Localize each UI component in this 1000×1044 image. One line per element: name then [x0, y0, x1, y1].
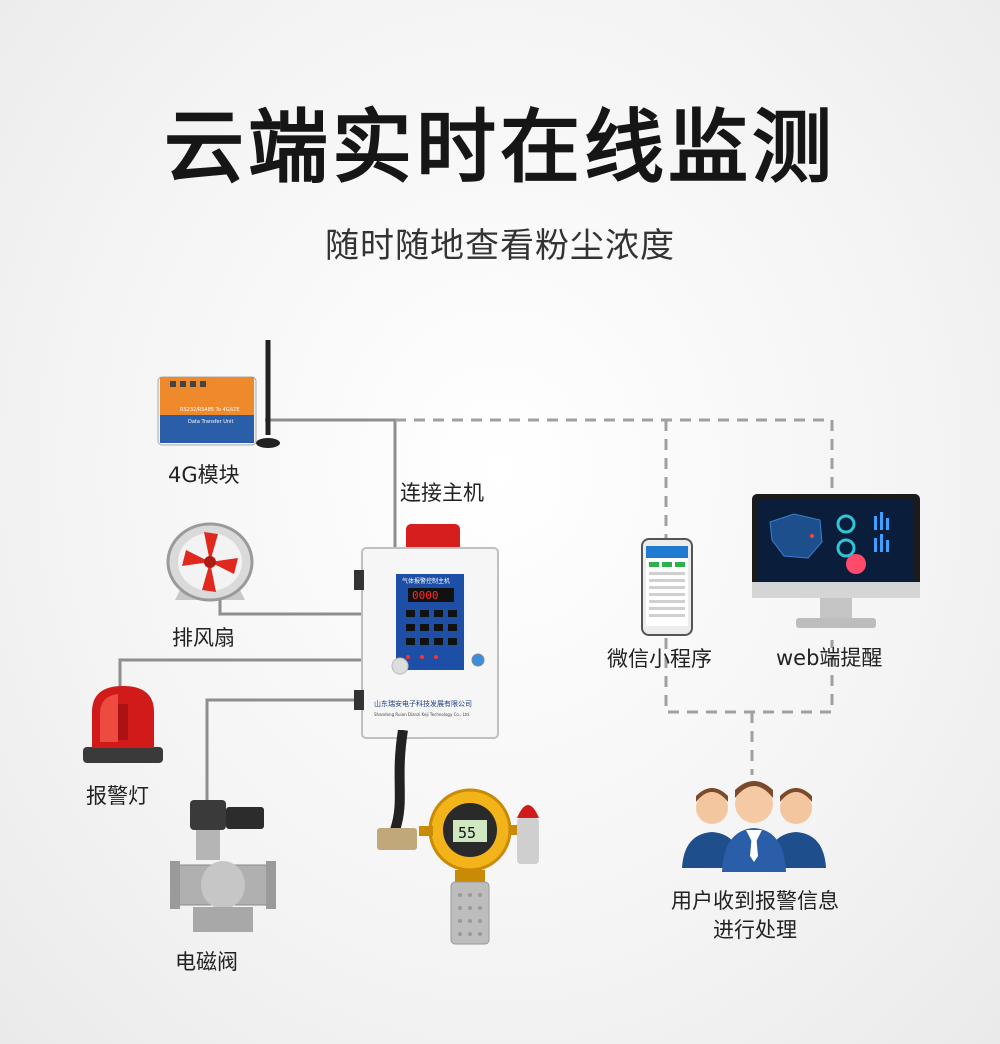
host-alarm-lamp-icon: [406, 524, 460, 552]
page-title: 云端实时在线监测: [164, 101, 836, 194]
user-handle-label-line1: 用户收到报警信息: [671, 889, 839, 913]
link-apps-bottom: [664, 638, 834, 714]
solenoid-valve-label: 电磁阀: [175, 950, 238, 974]
svg-text:RS232/RS485 To 4G/LTE: RS232/RS485 To 4G/LTE: [180, 407, 240, 413]
svg-text:山东瑞安电子科技发展有限公司: 山东瑞安电子科技发展有限公司: [374, 699, 472, 708]
alarm-light-label: 报警灯: [86, 784, 149, 808]
svg-text:气体报警控制主机: 气体报警控制主机: [402, 577, 450, 585]
wire-valve-to-host: [205, 698, 362, 800]
user-group-icon: [682, 781, 826, 872]
speaker-icon: [391, 657, 409, 675]
exhaust-fan-label: 排风扇: [172, 626, 235, 650]
dust-detector-image: 55: [377, 730, 539, 945]
link-cloud-to-web: [395, 418, 834, 490]
alarm-light-image: [83, 686, 163, 763]
4g-module-image: RS232/RS485 To 4G/LTE Data Transfer Unit: [157, 340, 280, 448]
svg-text:Data Transfer Unit: Data Transfer Unit: [188, 419, 233, 425]
map-icon: [769, 513, 823, 559]
web-monitor-image: [752, 494, 920, 628]
connect-host-label: 连接主机: [400, 481, 484, 505]
wire-fan-to-host: [218, 600, 362, 616]
key-switch-icon: [471, 653, 485, 667]
wechat-miniprogram-label: 微信小程序: [607, 647, 712, 671]
page-subtitle: 随时随地查看粉尘浓度: [325, 226, 675, 266]
wireless-connections: [395, 418, 834, 775]
svg-text:55: 55: [458, 824, 476, 842]
smartphone-image: [641, 538, 693, 636]
user-handle-label-line2: 进行处理: [713, 918, 797, 942]
wire-alarm-to-host: [118, 658, 362, 690]
svg-text:Shandong Ruian Dianzi Keji Tec: Shandong Ruian Dianzi Keji Technology Co…: [374, 712, 470, 717]
detector-alarm-icon: [517, 805, 539, 818]
web-alert-label: web端提醒: [776, 646, 883, 670]
4g-module-label: 4G模块: [168, 463, 240, 487]
svg-text:0000: 0000: [412, 589, 439, 602]
exhaust-fan-image: [166, 522, 254, 602]
fan-blade-icon: [182, 532, 238, 592]
host-controller-image: 气体报警控制主机 0000 山东瑞安电子科技发展有限公司 Shandong Ru…: [354, 524, 499, 739]
solenoid-valve-image: [170, 800, 276, 932]
users-image: [682, 781, 826, 872]
